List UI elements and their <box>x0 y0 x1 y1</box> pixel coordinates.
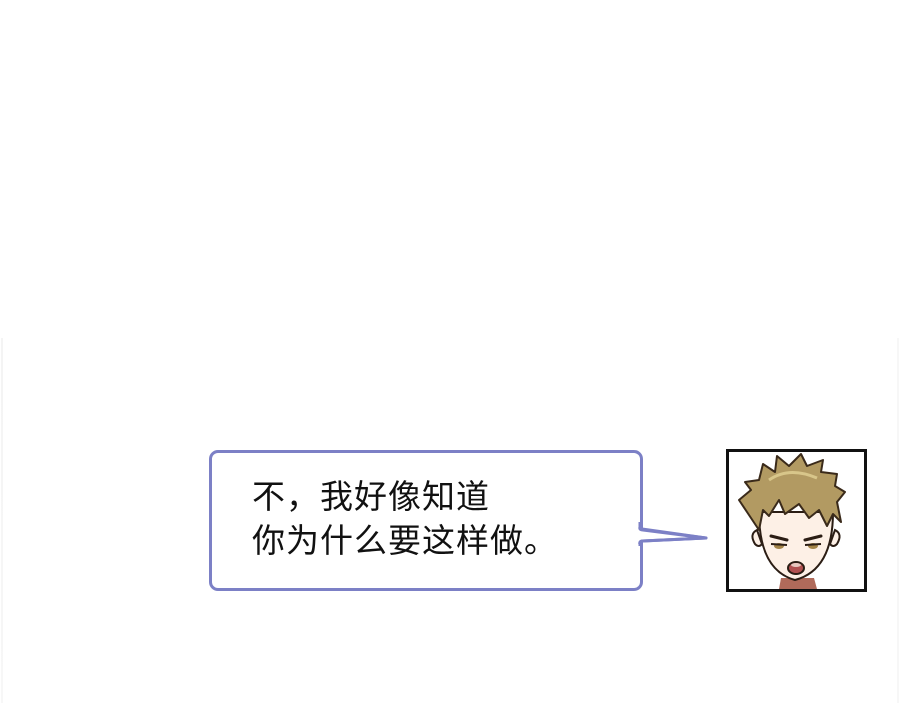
panel-border-left <box>1 338 3 703</box>
speech-line-2: 你为什么要这样做。 <box>252 521 558 560</box>
speech-bubble: 不，我好像知道 你为什么要这样做。 <box>209 450 643 591</box>
speech-text: 不，我好像知道 你为什么要这样做。 <box>252 475 558 563</box>
character-portrait <box>726 449 867 592</box>
portrait-brown-hair-boy-icon <box>738 453 846 589</box>
speech-line-1: 不，我好像知道 <box>252 477 490 516</box>
panel-border-right <box>897 338 899 703</box>
speech-bubble-tail-icon <box>636 522 708 546</box>
